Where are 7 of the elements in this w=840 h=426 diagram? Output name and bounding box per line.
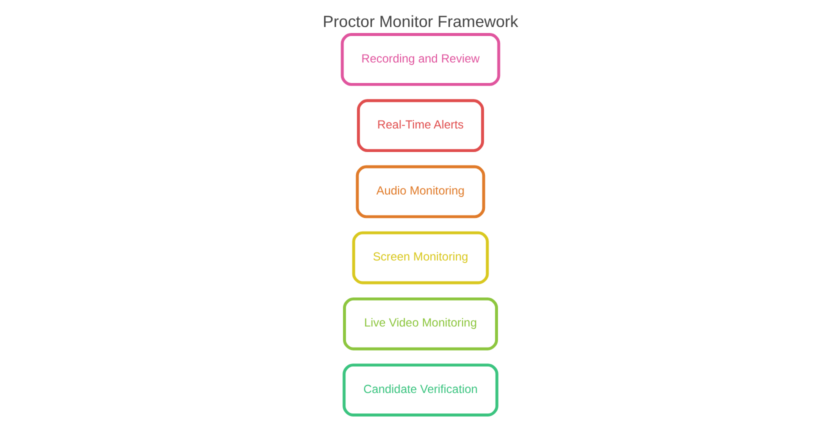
node-box: Audio Monitoring: [355, 165, 485, 218]
node-box: Real-Time Alerts: [356, 99, 484, 152]
diagram-title: Proctor Monitor Framework: [322, 12, 518, 31]
node-box: Recording and Review: [340, 33, 500, 86]
node-box: Candidate Verification: [342, 364, 498, 416]
node-box: Live Video Monitoring: [342, 297, 498, 350]
node-box: Screen Monitoring: [352, 231, 488, 284]
